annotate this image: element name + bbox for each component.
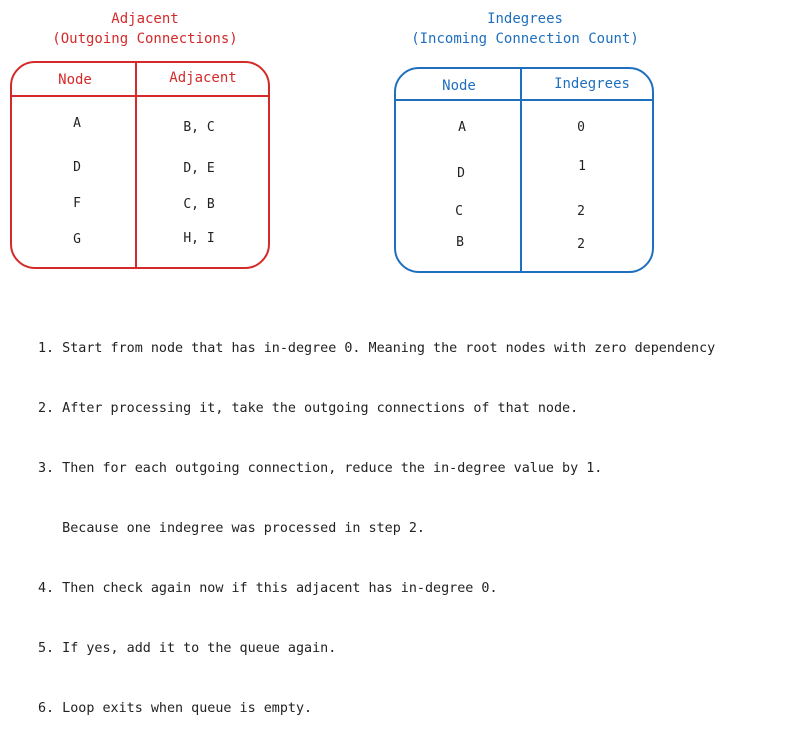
adjacent-title: Adjacent (Outgoing Connections) [35,9,255,49]
indegree-title: Indegrees (Incoming Connection Count) [385,9,665,49]
step-2: 2. After processing it, take the outgoin… [38,401,579,416]
indegree-header-node: Node [442,78,476,94]
indegree-title-text: Indegrees [487,11,563,27]
adjacent-row-2-adjacent: D, E [183,161,215,176]
indegree-row-1-value: 0 [577,120,585,135]
step-4: 4. Then check again now if this adjacent… [38,581,498,596]
step-3-continuation: Because one indegree was processed in st… [38,521,425,536]
adjacent-row-3-adjacent: C, B [183,197,215,212]
adjacent-row-1-node: A [73,116,81,131]
indegree-row-3-node: C [455,204,463,219]
indegree-table-frame [394,67,654,273]
table-frames [10,61,654,273]
adjacent-title-text: Adjacent [111,11,179,27]
adjacent-header-node: Node [58,72,92,88]
steps-list: 1. Start from node that has in-degree 0.… [38,299,715,739]
step-1: 1. Start from node that has in-degree 0.… [38,341,716,356]
indegree-row-2-node: D [457,166,465,181]
adjacent-header-adjacent: Adjacent [169,70,237,86]
step-5: 5. If yes, add it to the queue again. [38,641,337,656]
indegree-row-4-node: B [456,235,464,250]
adjacent-row-4-node: G [73,232,81,247]
indegree-row-4-value: 2 [577,237,585,252]
adjacent-row-4-adjacent: H, I [183,231,215,246]
step-3: 3. Then for each outgoing connection, re… [38,461,603,476]
adjacent-row-2-node: D [73,160,81,175]
adjacent-subtitle-text: (Outgoing Connections) [52,31,238,47]
indegree-row-3-value: 2 [577,204,585,219]
adjacent-row-3-node: F [73,196,81,211]
indegree-header-indegrees: Indegrees [554,76,630,92]
indegree-subtitle-text: (Incoming Connection Count) [411,31,639,47]
adjacent-table-frame [10,61,270,269]
step-6: 6. Loop exits when queue is empty. [38,701,313,716]
indegree-row-1-node: A [458,120,466,135]
indegree-row-2-value: 1 [578,159,586,174]
adjacent-row-1-adjacent: B, C [183,120,215,135]
